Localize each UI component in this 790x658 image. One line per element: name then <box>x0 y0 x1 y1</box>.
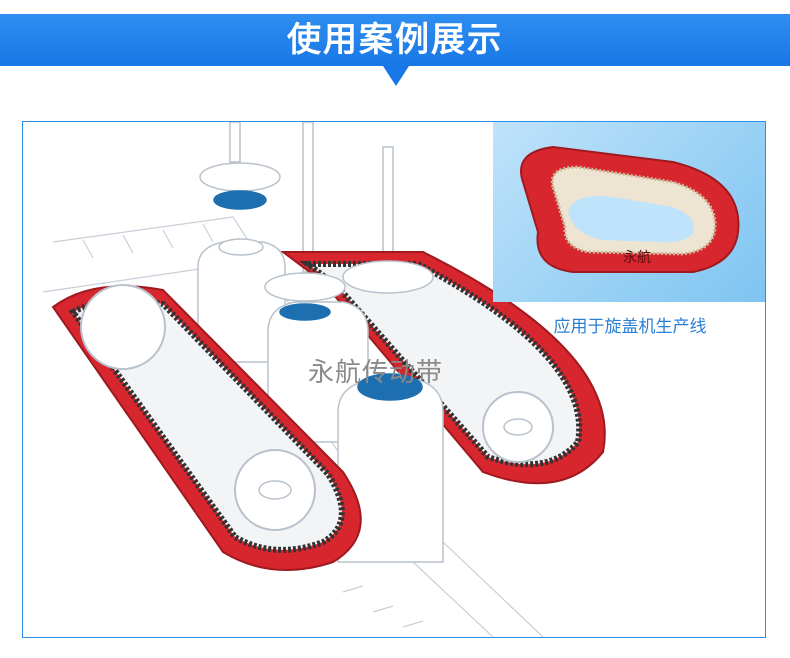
inset-caption: 应用于旋盖机生产线 <box>553 317 707 337</box>
bottles <box>197 238 444 563</box>
section-title: 使用案例展示 <box>287 20 503 60</box>
section-banner: 使用案例展示 <box>0 14 790 66</box>
capping-heads <box>199 122 394 288</box>
red-timing-belt-photo: 永航 <box>520 145 740 273</box>
capping-machine-illustration <box>42 122 606 637</box>
watermark-text: 永航传动带 <box>308 358 444 388</box>
belt-brand-text: 永航 <box>623 250 651 266</box>
back-timing-belt <box>280 251 606 485</box>
front-timing-belt <box>51 284 362 571</box>
showcase-frame: 永航传动带 永航 应用于旋盖机生产线 <box>22 121 766 638</box>
down-arrow-icon <box>383 66 409 86</box>
inset-product-photo: 永航 <box>493 122 765 302</box>
